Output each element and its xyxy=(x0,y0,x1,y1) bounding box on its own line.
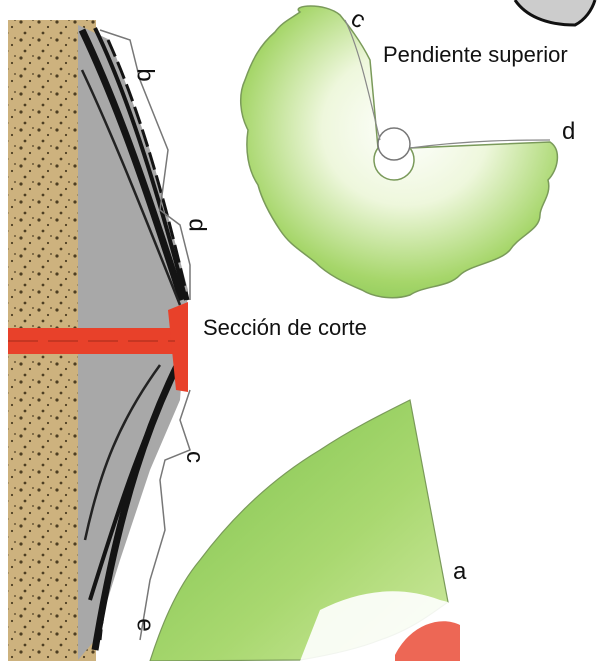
cut-section-label: Sección de corte xyxy=(203,317,367,339)
lower-foliage xyxy=(150,400,460,661)
letter-b: b xyxy=(133,68,157,81)
letter-e: e xyxy=(133,618,157,631)
corner-fragment xyxy=(515,0,595,25)
letter-a: a xyxy=(453,560,466,584)
upper-slope-label: Pendiente superior xyxy=(383,44,568,66)
letter-c-left: c xyxy=(182,451,206,463)
letter-d-right: d xyxy=(562,120,575,144)
letter-d-left: d xyxy=(185,218,209,231)
